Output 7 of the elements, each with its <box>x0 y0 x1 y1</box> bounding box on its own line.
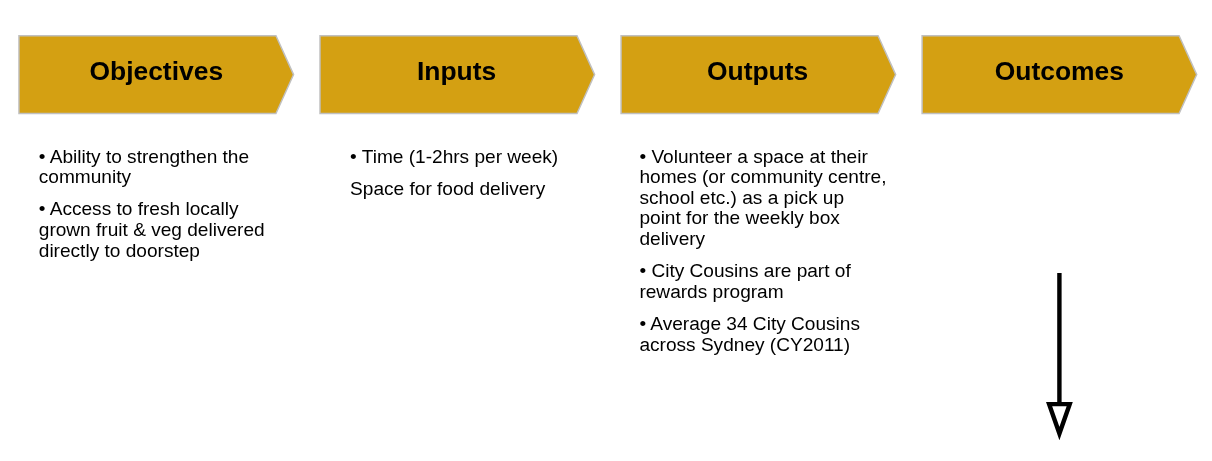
node-label: • Average 34 City Cousins across Sydney (CY2011) <box>639 312 860 355</box>
node-label: • Time (1-2hrs per week) <box>350 145 559 167</box>
node-label: • Access to fresh locally grown fruit & veg delivered directly to doorstep <box>38 197 265 261</box>
node-label: • City Cousins are part of rewards program <box>639 259 851 302</box>
node-label: • Volunteer a space at their homes (or community centre, school etc.) as a pick up point for the weekly box delivery <box>639 145 887 249</box>
node-label: Space for food delivery <box>350 177 546 199</box>
node-label: • Ability to strengthen the community <box>38 145 250 187</box>
